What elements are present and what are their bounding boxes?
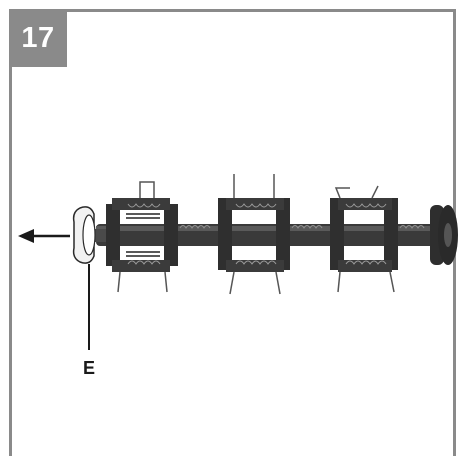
step-number: 17 [21,21,55,54]
connector-springs [179,225,425,229]
blade-module-1 [106,181,178,293]
arrow-left-icon [18,229,70,243]
end-cap-bearing [72,206,96,264]
step-number-badge: 17 [9,9,67,67]
blade-module-3 [330,185,398,293]
callout-label-e: E [83,358,95,378]
scarifier-roller [72,174,458,295]
end-drum [430,205,458,265]
blade-module-2 [218,174,290,295]
